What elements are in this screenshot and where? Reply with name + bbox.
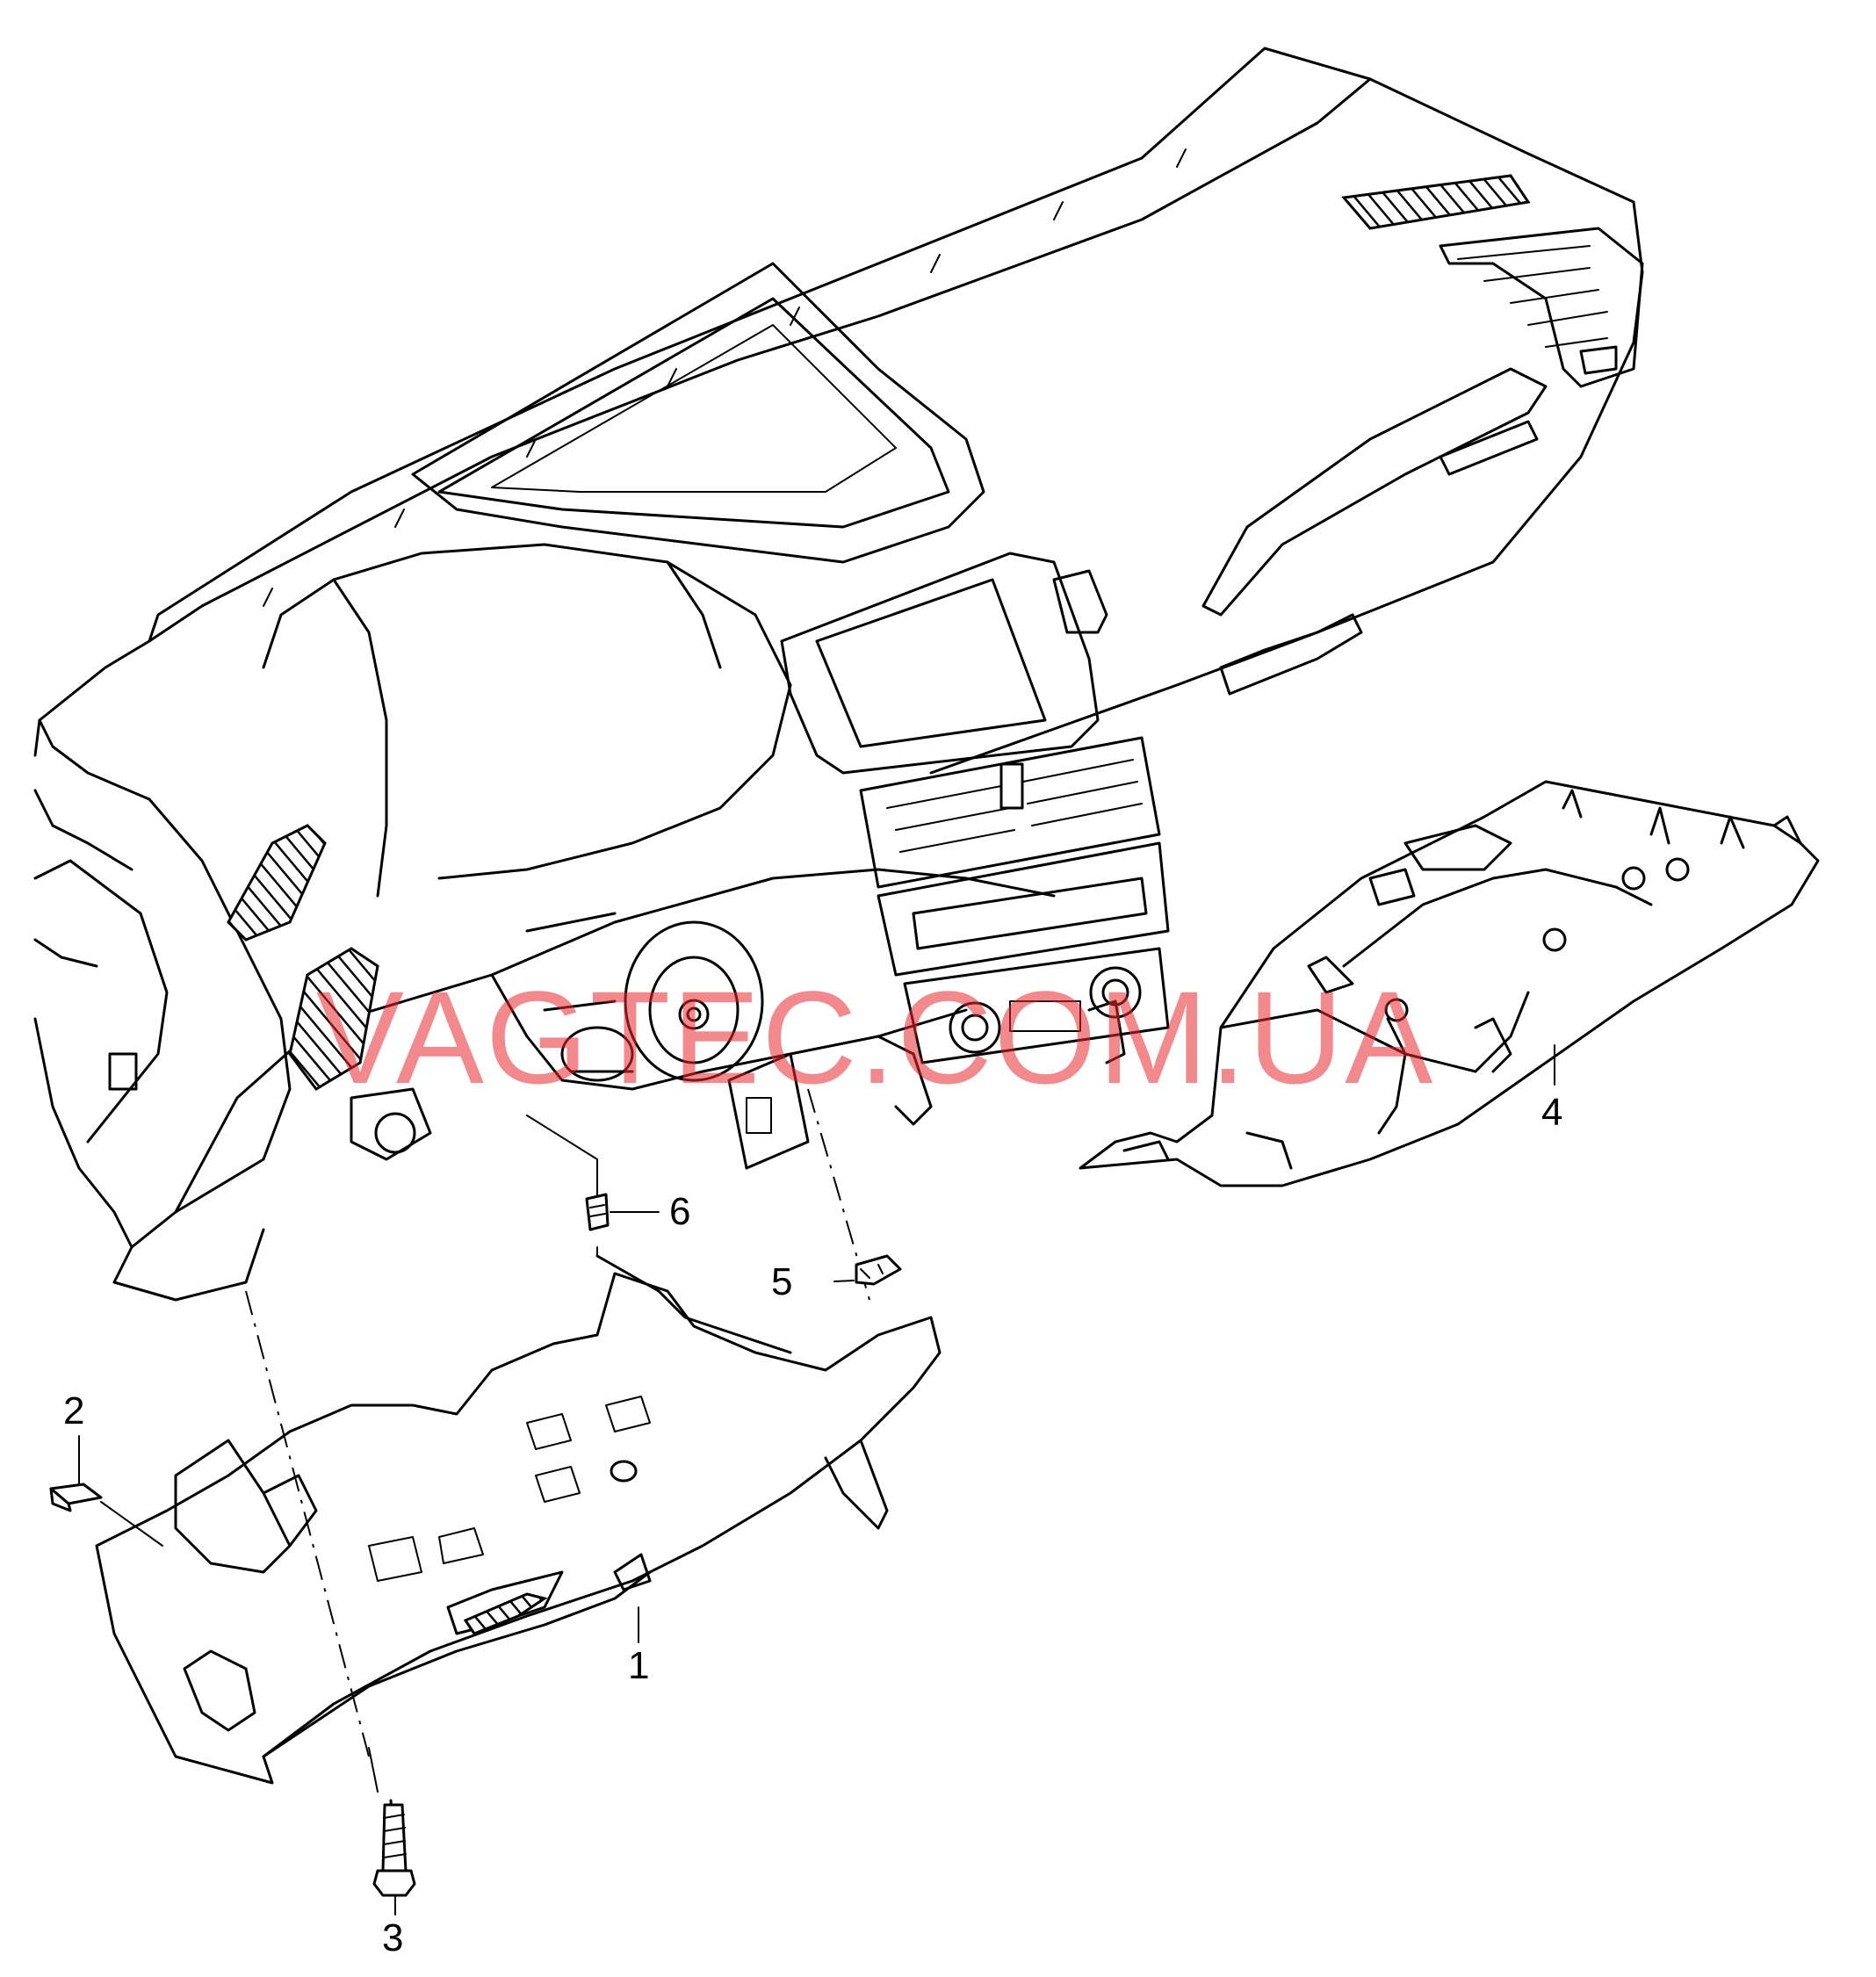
navigation-screen <box>780 552 1108 775</box>
part-2-clip <box>49 1435 163 1547</box>
right-defrost-vent <box>1341 174 1531 230</box>
part-1-lower-trim <box>95 1254 942 1785</box>
right-air-vent <box>1439 227 1644 388</box>
left-air-vents <box>227 824 379 1091</box>
callout-5[interactable]: 5 <box>771 1260 793 1303</box>
part-3-screw <box>372 1799 416 1916</box>
callout-1[interactable]: 1 <box>628 1644 650 1687</box>
dashboard-panel <box>33 47 1644 1302</box>
left-side-structure <box>33 789 432 1161</box>
right-door-trim <box>1201 367 1548 696</box>
steering-column <box>525 912 764 1082</box>
leader-lines <box>368 1044 1555 1793</box>
callout-6[interactable]: 6 <box>669 1190 691 1233</box>
callout-4[interactable]: 4 <box>1541 1091 1563 1134</box>
dash-brackets <box>727 999 1126 1170</box>
assembly-lines <box>245 1088 870 1757</box>
callout-3[interactable]: 3 <box>382 1916 404 1959</box>
part-6-clip <box>585 1193 660 1231</box>
center-console-controls <box>859 736 1170 1064</box>
part-5-clip <box>833 1254 902 1286</box>
part-4-glovebox <box>1079 780 1820 1187</box>
instrument-cluster-hood <box>262 543 792 898</box>
watermark-text: VAGTEC.COM.UA <box>316 963 1435 1111</box>
callout-2[interactable]: 2 <box>63 1389 85 1432</box>
windshield-edge <box>263 148 1187 607</box>
upper-center-recess <box>411 262 985 564</box>
